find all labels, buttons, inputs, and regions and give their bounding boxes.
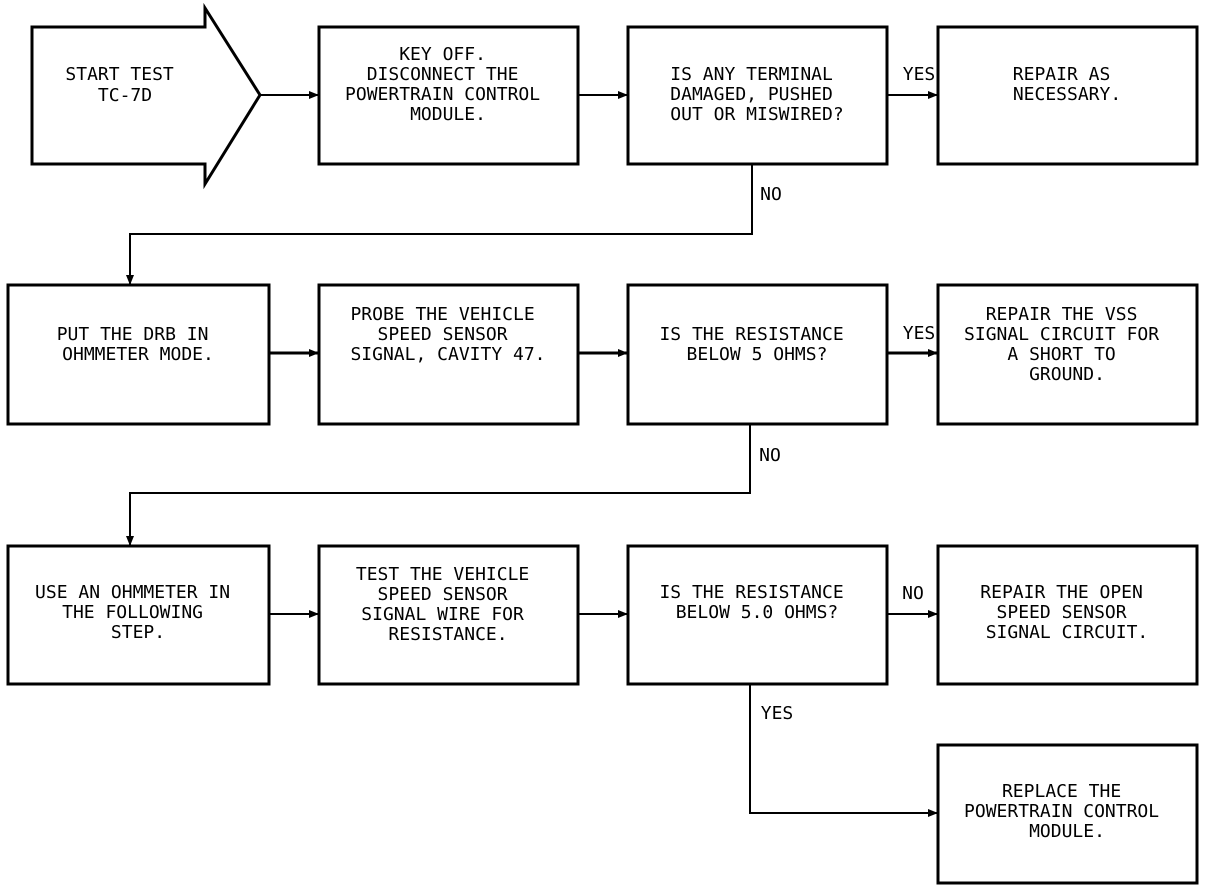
- box-replace-pcm-text: REPLACE THE POWERTRAIN CONTROL MODULE.: [964, 781, 1170, 842]
- box-test-vss-wire: TEST THE VEHICLE SPEED SENSOR SIGNAL WIR…: [317, 544, 580, 686]
- connector-resistance-5-0-yes: [749, 684, 938, 817]
- box-terminal-check-text: IS ANY TERMINAL DAMAGED, PUSHED OUT OR M…: [670, 64, 843, 125]
- box-probe-vss: PROBE THE VEHICLE SPEED SENSOR SIGNAL, C…: [317, 283, 580, 426]
- box-repair-necessary: REPAIR AS NECESSARY.: [936, 25, 1199, 166]
- box-terminal-check: IS ANY TERMINAL DAMAGED, PUSHED OUT OR M…: [626, 25, 889, 166]
- edge-label-yes-1: YES: [903, 64, 936, 85]
- box-replace-pcm: REPLACE THE POWERTRAIN CONTROL MODULE.: [936, 743, 1199, 885]
- box-resistance-below-5-0-text: IS THE RESISTANCE BELOW 5.0 OHMS?: [659, 582, 854, 623]
- box-repair-necessary-text: REPAIR AS NECESSARY.: [1013, 64, 1121, 105]
- edge-label-no-3: NO: [902, 583, 924, 604]
- box-key-off: KEY OFF. DISCONNECT THE POWERTRAIN CONTR…: [317, 25, 580, 166]
- box-repair-short: REPAIR THE VSS SIGNAL CIRCUIT FOR A SHOR…: [936, 283, 1199, 426]
- box-drb-ohmmeter: PUT THE DRB IN OHMMETER MODE.: [6, 283, 271, 426]
- box-probe-vss-text: PROBE THE VEHICLE SPEED SENSOR SIGNAL, C…: [350, 304, 545, 365]
- box-repair-open: REPAIR THE OPEN SPEED SENSOR SIGNAL CIRC…: [936, 544, 1199, 686]
- box-use-ohmmeter-text: USE AN OHMMETER IN THE FOLLOWING STEP.: [35, 582, 241, 643]
- start-arrow-shape: [30, 2, 262, 190]
- box-repair-short-text: REPAIR THE VSS SIGNAL CIRCUIT FOR A SHOR…: [964, 304, 1170, 385]
- box-repair-open-text: REPAIR THE OPEN SPEED SENSOR SIGNAL CIRC…: [980, 582, 1153, 643]
- box-key-off-text: KEY OFF. DISCONNECT THE POWERTRAIN CONTR…: [345, 44, 551, 125]
- box-test-vss-wire-text: TEST THE VEHICLE SPEED SENSOR SIGNAL WIR…: [356, 564, 540, 645]
- box-drb-ohmmeter-text: PUT THE DRB IN OHMMETER MODE.: [57, 324, 220, 365]
- connector-resistance-no: [126, 424, 751, 546]
- box-resistance-below-5-0: IS THE RESISTANCE BELOW 5.0 OHMS?: [626, 544, 889, 686]
- start-node: START TEST TC-7D: [30, 2, 262, 190]
- box-resistance-below-5: IS THE RESISTANCE BELOW 5 OHMS?: [626, 283, 889, 426]
- edge-label-yes-2: YES: [903, 323, 936, 344]
- edge-label-no-1: NO: [760, 184, 782, 205]
- start-text: START TEST TC-7D: [65, 64, 184, 106]
- edge-label-yes-3: YES: [761, 703, 794, 724]
- box-resistance-below-5-text: IS THE RESISTANCE BELOW 5 OHMS?: [659, 324, 854, 365]
- connector-terminal-check-no: [126, 164, 753, 285]
- edge-label-no-2: NO: [759, 445, 781, 466]
- box-use-ohmmeter: USE AN OHMMETER IN THE FOLLOWING STEP.: [6, 544, 271, 686]
